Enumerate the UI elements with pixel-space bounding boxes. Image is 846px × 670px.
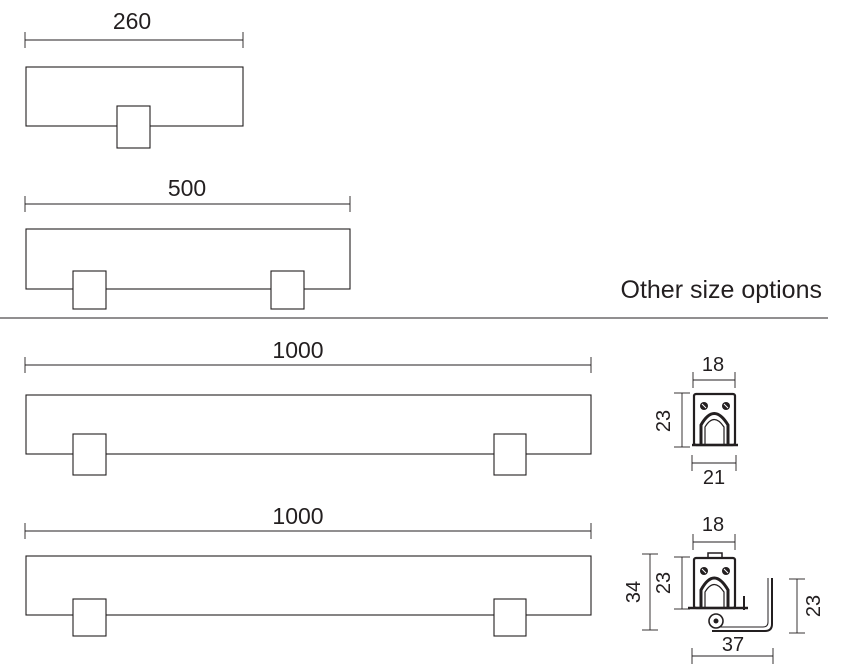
bar-260-drawing: 260 [24,8,244,149]
bar-260-clip [116,105,151,149]
bar-1000-b-clip-right [493,598,527,637]
bar-500-clip-left [72,270,107,310]
profile-a-cross-section: 18 23 21 [653,354,738,489]
profile-b-height-bracket-label: 23 [803,595,825,617]
bar-1000-b-drawing: 1000 [24,503,592,637]
dimension-line-1000-a [24,357,592,373]
profile-b-height-total-label: 34 [623,581,645,603]
dimension-1000-a-label: 1000 [272,337,323,363]
bar-1000-a-clip-left [72,433,107,476]
dimension-500-label: 500 [168,175,206,201]
bar-1000-a-drawing: 1000 [24,337,592,476]
profile-a-height-label: 23 [653,410,675,432]
bar-500-drawing: 500 [24,175,351,310]
bar-1000-b-clip-left [72,598,107,637]
profile-b-width-top-label: 18 [702,514,724,536]
dimension-line-260 [24,32,244,48]
profile-b-height-inner-label: 23 [653,572,675,594]
dimension-1000-b-label: 1000 [272,503,323,529]
profile-a-width-top-label: 18 [702,354,724,376]
dimension-260-label: 260 [113,8,151,34]
profile-b-cross-section: 18 34 23 23 37 [623,514,825,664]
bar-1000-a-clip-right [493,433,527,476]
other-sizes-caption: Other size options [621,276,823,304]
dimension-line-500 [24,196,351,212]
dimension-line-1000-b [24,523,592,539]
bar-500-clip-right [270,270,305,310]
profile-a-width-bottom-label: 21 [703,467,725,489]
profile-b-width-bottom-label: 37 [722,634,744,656]
